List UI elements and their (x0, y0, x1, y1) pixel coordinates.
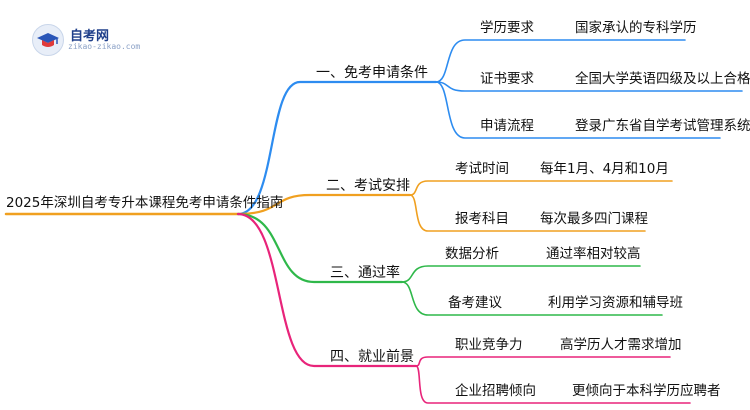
leaf-connector-2-2 (409, 194, 646, 232)
branch-label-3: 三、通过率 (330, 265, 400, 281)
branch-label-1: 一、免考申请条件 (316, 65, 428, 81)
branch-connector-3 (236, 212, 404, 284)
leaf-connector-3-1 (401, 265, 641, 283)
leaf-connector-2-1 (409, 180, 673, 196)
leaf-value-2-2: 每次最多四门课程 (540, 211, 648, 227)
leaf-key-1-2: 证书要求 (480, 71, 534, 87)
leaf-value-1-3: 登录广东省自学考试管理系统 (575, 118, 750, 134)
leaf-connector-1-3 (435, 81, 721, 139)
leaf-key-4-1: 职业竞争力 (455, 337, 523, 353)
leaf-connector-3-2 (401, 281, 663, 316)
site-logo[interactable]: 自考网 zikao-zikao.com (28, 22, 153, 56)
leaf-key-2-2: 报考科目 (455, 211, 509, 227)
graduation-cap-icon (32, 24, 64, 56)
leaf-key-3-2: 备考建议 (448, 295, 502, 311)
leaf-value-4-2: 更倾向于本科学历应聘者 (572, 383, 721, 399)
branch-connector-4 (236, 212, 418, 368)
logo-url: zikao-zikao.com (68, 42, 141, 51)
leaf-connector-4-1 (415, 356, 671, 367)
branch-label-2: 二、考试安排 (326, 178, 410, 194)
leaf-value-1-1: 国家承认的专科学历 (575, 20, 697, 36)
leaf-key-3-1: 数据分析 (445, 246, 499, 262)
leaf-connector-1-1 (435, 39, 686, 83)
logo-title: 自考网 (70, 29, 110, 44)
leaf-key-2-1: 考试时间 (455, 161, 509, 177)
leaf-key-4-2: 企业招聘倾向 (455, 383, 536, 399)
leaf-key-1-1: 学历要求 (480, 20, 534, 36)
branch-connector-1 (236, 80, 438, 216)
branch-connector-2 (236, 193, 412, 216)
leaf-connector-4-2 (415, 365, 691, 404)
leaf-key-1-3: 申请流程 (480, 118, 534, 134)
leaf-value-3-1: 通过率相对较高 (546, 246, 641, 262)
leaf-value-1-2: 全国大学英语四级及以上合格证书 (575, 71, 750, 87)
root-topic: 2025年深圳自考专升本课程免考申请条件指南 (6, 195, 284, 211)
leaf-value-4-1: 高学历人才需求增加 (560, 337, 682, 353)
leaf-value-2-1: 每年1月、4月和10月 (540, 161, 669, 177)
branch-label-4: 四、就业前景 (330, 349, 414, 365)
leaf-value-3-2: 利用学习资源和辅导班 (548, 295, 683, 311)
leaf-connector-1-2 (435, 81, 743, 92)
